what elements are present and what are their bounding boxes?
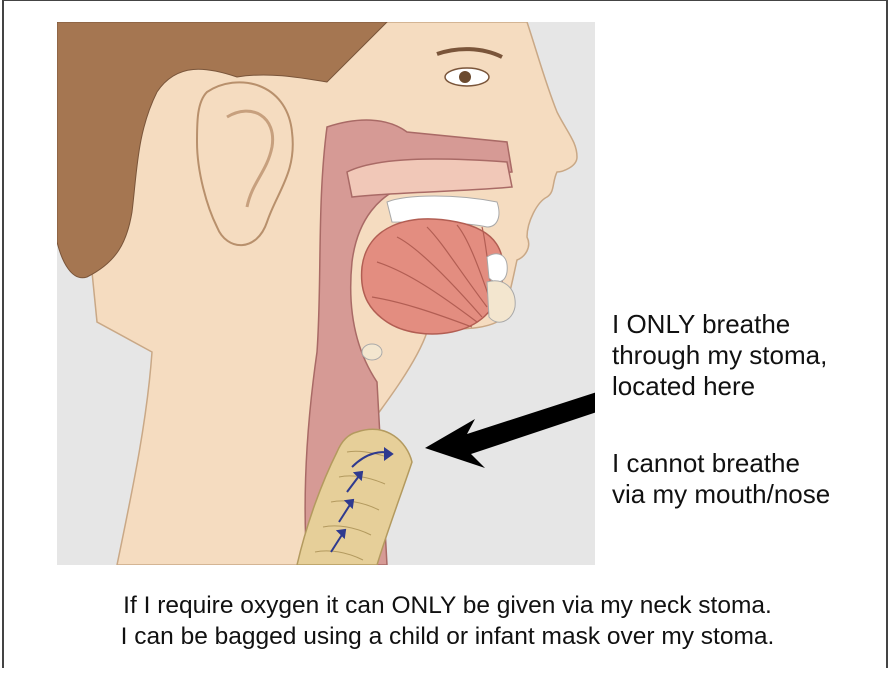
stoma-note-line-1: I ONLY breathe <box>612 309 827 340</box>
head-neck-cross-section-illustration <box>57 22 595 565</box>
oxygen-instructions: If I require oxygen it can ONLY be given… <box>0 590 895 652</box>
hyoid-bone <box>362 344 382 360</box>
oxygen-instruction-line-1: If I require oxygen it can ONLY be given… <box>0 590 895 621</box>
stoma-breathing-note: I ONLY breathe through my stoma, located… <box>612 309 827 402</box>
mouth-note-line-1: I cannot breathe <box>612 448 830 479</box>
mouth-nose-note: I cannot breathe via my mouth/nose <box>612 448 830 510</box>
eye-iris <box>459 71 471 83</box>
mouth-note-line-2: via my mouth/nose <box>612 479 830 510</box>
oxygen-instruction-line-2: I can be bagged using a child or infant … <box>0 621 895 652</box>
lower-teeth <box>487 254 507 282</box>
stoma-note-line-2: through my stoma, <box>612 340 827 371</box>
stoma-note-line-3: located here <box>612 371 827 402</box>
